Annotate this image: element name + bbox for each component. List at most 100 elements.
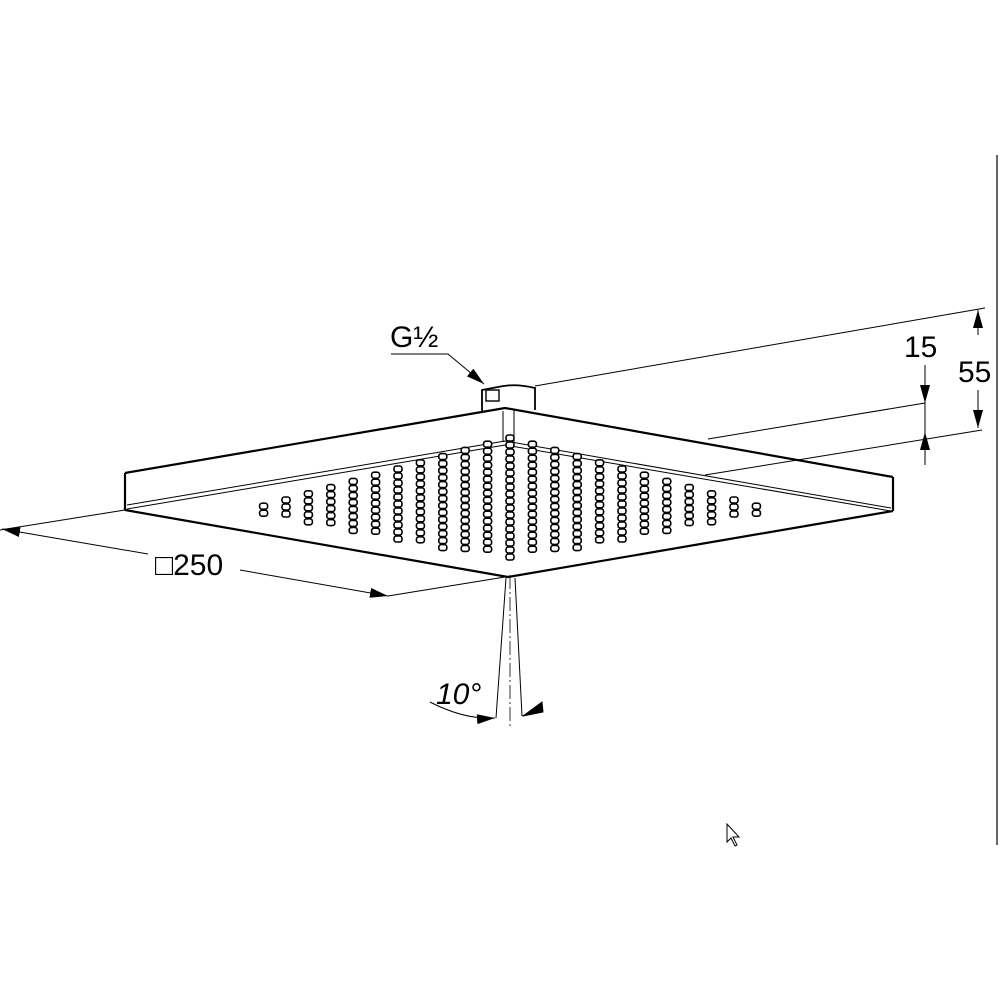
nozzle xyxy=(617,465,627,473)
width-dimension xyxy=(0,509,506,598)
nozzle xyxy=(460,460,471,469)
nozzle-column xyxy=(281,496,291,518)
nozzle xyxy=(370,520,381,529)
nozzle xyxy=(460,467,471,476)
nozzle xyxy=(594,514,605,523)
shower-head-body xyxy=(123,406,895,579)
nozzle xyxy=(527,503,538,512)
total-height-dimension: 55 xyxy=(958,356,991,389)
nozzle xyxy=(706,489,717,498)
nozzle xyxy=(594,507,605,516)
nozzle xyxy=(684,497,695,506)
nozzle xyxy=(437,480,448,489)
nozzle xyxy=(684,504,695,513)
nozzle xyxy=(527,545,538,554)
nozzle xyxy=(415,507,426,516)
nozzle xyxy=(572,543,583,552)
nozzle xyxy=(437,529,448,538)
nozzle xyxy=(482,496,493,505)
nozzle xyxy=(549,530,560,539)
nozzle xyxy=(393,535,403,543)
nozzle xyxy=(706,517,717,526)
nozzle xyxy=(460,537,471,546)
nozzle xyxy=(281,510,291,518)
nozzle xyxy=(706,503,717,512)
nozzle xyxy=(303,489,314,498)
nozzle-column xyxy=(572,452,583,552)
nozzle xyxy=(393,514,403,522)
thread-size-label: G½ xyxy=(390,321,438,354)
nozzle xyxy=(549,516,560,525)
nozzle xyxy=(527,482,538,491)
nozzle xyxy=(505,483,515,491)
nozzle xyxy=(482,503,493,512)
nozzle xyxy=(572,522,583,531)
nozzle xyxy=(505,448,515,456)
nozzle xyxy=(594,535,605,544)
nozzle xyxy=(505,532,515,540)
nozzle xyxy=(617,500,627,508)
nozzle xyxy=(505,462,515,470)
nozzle xyxy=(482,461,493,470)
nozzle xyxy=(258,502,269,511)
spray-angle-dimension: 10° xyxy=(436,678,481,711)
nozzle xyxy=(460,481,471,490)
spray-angle-lines xyxy=(429,575,544,728)
nozzle xyxy=(482,440,493,449)
nozzle xyxy=(348,519,359,528)
nozzle xyxy=(437,515,448,524)
nozzle-column xyxy=(348,477,359,535)
nozzle xyxy=(303,496,314,505)
nozzle xyxy=(505,546,515,554)
nozzle xyxy=(549,488,560,497)
nozzle xyxy=(661,512,672,521)
nozzle-column xyxy=(258,502,269,518)
nozzle xyxy=(393,479,403,487)
nozzle xyxy=(348,512,359,521)
nozzle xyxy=(482,545,493,554)
nozzle xyxy=(460,523,471,532)
nozzle xyxy=(437,452,448,461)
nozzle-column xyxy=(661,477,672,535)
nozzle xyxy=(460,544,471,553)
nozzle xyxy=(594,528,605,537)
nozzle xyxy=(415,528,426,537)
nozzle xyxy=(572,501,583,510)
nozzle xyxy=(751,502,762,511)
height-dimensions xyxy=(534,307,986,476)
nozzle xyxy=(482,454,493,463)
nozzle-column xyxy=(639,471,650,536)
nozzle xyxy=(505,518,515,526)
nozzle-grid xyxy=(258,434,762,561)
nozzle xyxy=(437,522,448,531)
nozzle xyxy=(348,526,359,535)
mouse-cursor-icon xyxy=(726,822,741,847)
nozzle xyxy=(639,499,650,508)
nozzle xyxy=(482,482,493,491)
nozzle xyxy=(594,493,605,502)
nozzle xyxy=(437,459,448,468)
nozzle-column xyxy=(594,458,605,544)
nozzle xyxy=(572,466,583,475)
nozzle xyxy=(505,539,515,547)
nozzle xyxy=(482,524,493,533)
nozzle xyxy=(393,493,403,501)
nozzle xyxy=(661,498,672,507)
nozzle xyxy=(393,486,403,494)
nozzle-column xyxy=(370,471,381,536)
nozzle xyxy=(370,492,381,501)
nozzle xyxy=(594,486,605,495)
nozzle xyxy=(617,472,627,480)
nozzle xyxy=(325,518,336,527)
nozzle xyxy=(482,531,493,540)
nozzle xyxy=(393,528,403,536)
nozzle xyxy=(505,434,515,442)
nozzle xyxy=(370,506,381,515)
nozzle xyxy=(505,504,515,512)
nozzle xyxy=(594,479,605,488)
nozzle xyxy=(661,477,672,486)
nozzle xyxy=(437,494,448,503)
nozzle xyxy=(549,460,560,469)
nozzle xyxy=(370,471,381,480)
